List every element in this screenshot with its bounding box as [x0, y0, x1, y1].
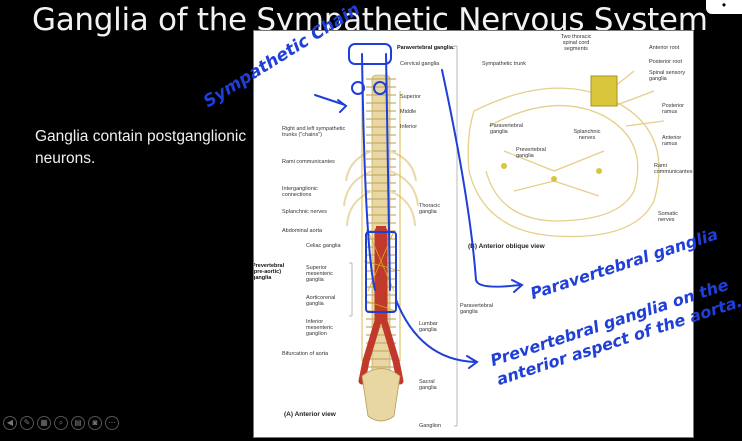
bullet-text: Ganglia contain postganglionic neurons. — [35, 128, 247, 167]
label-posterior-root: Posterior root — [649, 59, 683, 65]
label-splanchnic: Splanchnic nerves — [282, 209, 327, 215]
label-spinal-sensory: Spinal sensory ganglia — [649, 70, 686, 82]
slide-sorter-button[interactable]: ▦ — [37, 416, 51, 430]
label-middle: Middle — [400, 109, 417, 115]
label-sympathetic-trunk: Sympathetic trunk — [482, 61, 527, 67]
more-options-button[interactable]: ⋯ — [105, 416, 119, 430]
label-superior-mesenteric: Superior mesenteric ganglia — [306, 265, 333, 283]
label-celiac: Celiac ganglia — [306, 243, 341, 249]
anatomy-figure: Paravertebral ganglia: Cervical ganglia … — [253, 30, 694, 438]
label-ganglion: Ganglion — [419, 423, 442, 429]
label-two-thoracic: Two thoracic spinal cord segments — [560, 34, 592, 52]
label-prevertebral-head: Prevertebral (pre-aortic) ganglia — [253, 263, 285, 281]
zoom-button[interactable]: ⌕ — [54, 416, 68, 430]
label-abdominal-aorta: Abdominal aorta — [282, 228, 323, 234]
caption-anterior-view: (A) Anterior view — [284, 411, 336, 418]
label-trunks: Right and left sympathetic trunks ("chai… — [282, 126, 346, 138]
label-inferior-mesenteric: Inferior mesenteric ganglion — [306, 319, 333, 337]
label-anterior-root: Anterior root — [649, 45, 680, 51]
label-somatic: Somatic nerves — [658, 211, 678, 223]
camera-button[interactable]: ◙ — [88, 416, 102, 430]
label-rami-b: Rami communicantes — [654, 163, 693, 175]
slideshow-controls: ◀ ✎ ▦ ⌕ ▤ ◙ ⋯ — [3, 416, 119, 430]
label-interganglionic: Interganglionic connections — [282, 186, 318, 198]
corner-menu-button[interactable]: • — [706, 0, 742, 14]
previous-slide-button[interactable]: ◀ — [3, 416, 17, 430]
label-inferior: Inferior — [400, 124, 418, 130]
figure-drawing — [343, 45, 665, 427]
label-paravertebral-head: Paravertebral ganglia: — [397, 45, 455, 51]
label-sacral: Sacral ganglia — [419, 379, 437, 391]
label-bifurcation: Bifurcation of aorta — [282, 351, 329, 357]
label-paravertebral-b: Paravertebral ganglia — [490, 123, 524, 135]
label-splanchnic-b: Splanchnic nerves — [573, 129, 601, 141]
caption-anterior-oblique-view: (B) Anterior oblique view — [468, 243, 545, 250]
label-posterior-ramus: Posterior ramus — [662, 103, 685, 115]
pen-tool-button[interactable]: ✎ — [20, 416, 34, 430]
label-aorticorenal: Aorticorenal ganglia — [306, 295, 336, 307]
label-anterior-ramus: Anterior ramus — [662, 135, 682, 147]
label-cervical: Cervical ganglia — [400, 61, 440, 67]
subtitles-button[interactable]: ▤ — [71, 416, 85, 430]
label-superior: Superior — [400, 94, 421, 100]
label-rami: Rami communicantes — [282, 159, 335, 165]
label-lumbar: Lumbar ganglia — [419, 321, 438, 333]
label-paravertebral-right: Paravertebral ganglia — [460, 303, 494, 315]
label-prevertebral-b: Prevertebral ganglia — [516, 147, 546, 159]
label-thoracic: Thoracic ganglia — [419, 203, 441, 215]
